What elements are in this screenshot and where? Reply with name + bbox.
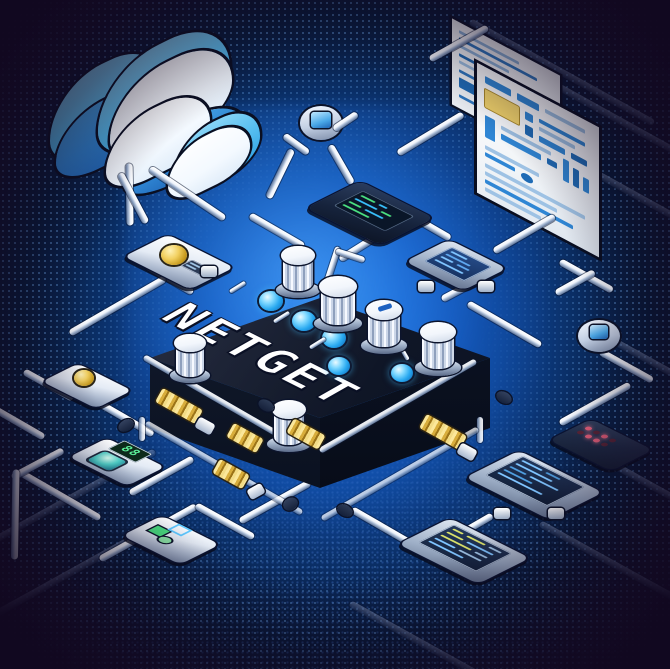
win-front-sidebar	[485, 114, 495, 143]
device-gold-button-far-left-indicator[interactable]	[74, 370, 94, 386]
screen-top-line-2	[378, 204, 388, 209]
hub-right-core	[590, 325, 608, 339]
chip-plug-right	[478, 281, 494, 292]
log-panel-plug-right	[548, 508, 564, 519]
win-front-line-5	[571, 152, 587, 167]
win-front-line-8	[547, 157, 557, 170]
knob-front-left[interactable]	[169, 334, 211, 384]
win-front-bar-3	[583, 176, 589, 195]
win-front-tab-2[interactable]	[517, 92, 539, 112]
gem-indicator-2[interactable]	[292, 311, 316, 331]
hub-top-center-core	[311, 112, 331, 128]
win-front-dot-2	[525, 124, 533, 139]
gem-indicator-5[interactable]	[391, 364, 413, 382]
gem-indicator-4[interactable]	[328, 357, 350, 375]
win-front-dot-1	[525, 111, 533, 124]
hub-right[interactable]	[578, 320, 620, 352]
win-front-bar-1	[563, 158, 569, 184]
gateway-edge-left	[139, 417, 145, 441]
win-front-bar-2	[573, 167, 579, 189]
gold-left-plug	[201, 266, 217, 277]
chip-plug-left	[418, 281, 434, 292]
device-gold-button-left-indicator[interactable]	[161, 245, 187, 265]
log-panel-plug-left	[494, 508, 510, 519]
knob-center[interactable]	[360, 300, 408, 354]
knob-rear-center[interactable]	[313, 276, 363, 332]
knob-right[interactable]	[414, 322, 462, 376]
knob-rear-left[interactable]	[276, 246, 320, 298]
